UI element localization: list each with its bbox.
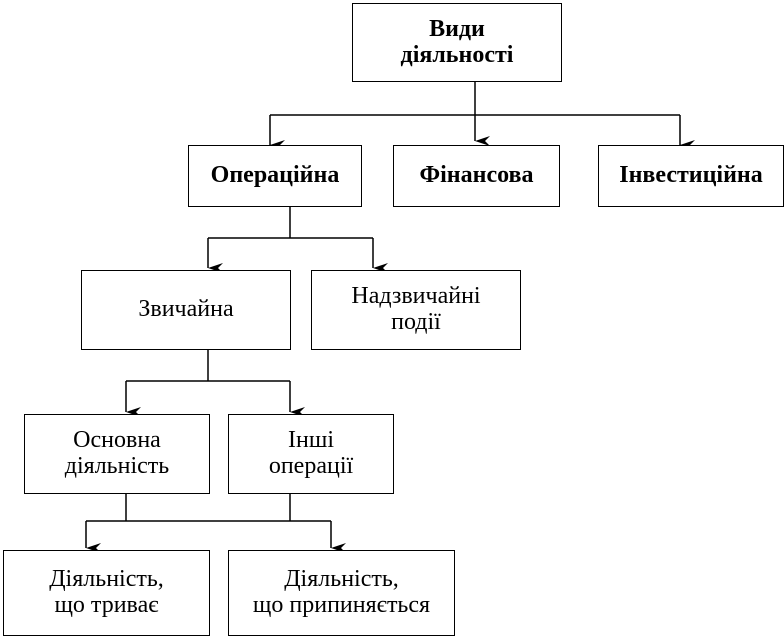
node-main-activity: Основна діяльність [24, 414, 210, 494]
node-investment: Інвестиційна [598, 145, 784, 207]
node-ordinary: Звичайна [81, 270, 291, 350]
node-discontinued-activity: Діяльність, що припиняється [228, 550, 455, 636]
node-extraordinary-events: Надзвичайні події [311, 270, 521, 350]
node-continuing-activity: Діяльність, що триває [3, 550, 210, 636]
node-activity-types: Види діяльності [352, 3, 562, 82]
node-operational: Операційна [188, 145, 362, 207]
node-financial: Фінансова [393, 145, 560, 207]
node-other-operations: Інші операції [228, 414, 394, 494]
